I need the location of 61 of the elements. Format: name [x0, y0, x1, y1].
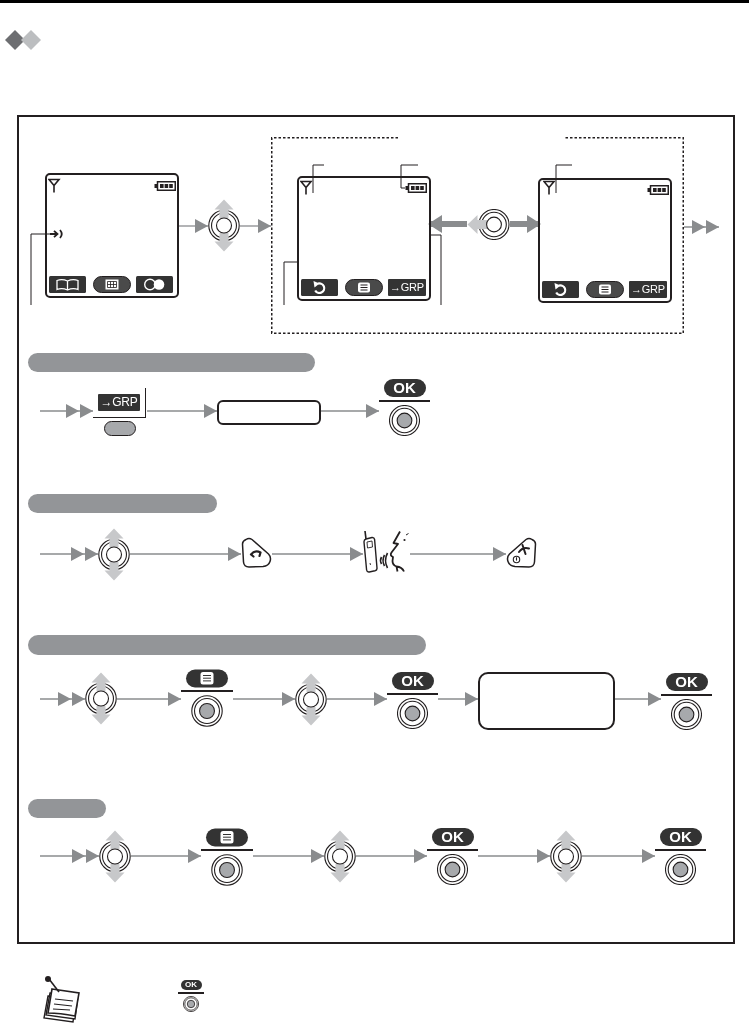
section-header-bar	[28, 799, 106, 818]
arrow	[510, 215, 541, 233]
ok-key: OK	[178, 980, 204, 1012]
display-screen	[297, 176, 431, 301]
navigator-key-icon	[467, 209, 510, 240]
menu-key-icon	[181, 669, 233, 727]
arrow	[232, 692, 296, 706]
arrow-icon	[49, 229, 64, 239]
navigator-key-icon	[98, 528, 130, 581]
soft-key: →GRP	[629, 281, 667, 298]
navigator-key-icon	[85, 672, 117, 725]
ok-key: OK	[655, 828, 706, 885]
menu-key-icon	[201, 828, 253, 886]
leader-line	[283, 261, 298, 306]
arrow	[428, 215, 467, 233]
arrow	[130, 849, 202, 863]
arrow	[178, 219, 209, 233]
dotted-group-frame	[271, 137, 684, 334]
arrow	[239, 219, 272, 233]
arrow	[146, 404, 218, 418]
arrow	[116, 692, 182, 706]
display-field	[478, 672, 615, 730]
ok-key: OK	[379, 379, 430, 436]
navigator-key-icon	[295, 673, 327, 726]
arrow	[437, 692, 479, 706]
arrow	[355, 849, 428, 863]
handset-key-icon	[241, 537, 272, 568]
leader-line	[30, 233, 50, 306]
display-screen	[538, 178, 672, 303]
antenna-icon	[300, 180, 313, 195]
power-key-icon	[506, 537, 537, 568]
battery-icon	[405, 183, 427, 193]
arrow	[326, 692, 388, 706]
leader-line	[430, 234, 442, 306]
display-screen	[45, 173, 179, 298]
soft-key: →GRP	[388, 279, 426, 296]
display-field	[217, 400, 321, 425]
arrow	[614, 692, 662, 706]
ok-key: OK	[661, 673, 712, 730]
arrow	[477, 849, 551, 863]
navigator-key-icon	[99, 830, 131, 883]
section-header-bar	[28, 635, 426, 655]
leader-line	[312, 164, 325, 194]
arrow	[409, 547, 507, 561]
arrow	[581, 849, 656, 863]
ok-key: OK	[427, 828, 478, 885]
arrow	[252, 849, 325, 863]
soft-key: →GRP	[93, 388, 147, 436]
navigator-key-icon	[550, 830, 582, 883]
arrow	[271, 547, 364, 561]
leader-line	[555, 164, 573, 194]
handset-talking-icon	[363, 530, 410, 573]
navigator-key-icon	[324, 830, 356, 883]
arrow	[320, 404, 380, 418]
navigator-key-icon	[208, 199, 240, 252]
ok-key: OK	[387, 672, 438, 729]
arrow	[129, 547, 242, 561]
section-header-bar	[28, 494, 217, 513]
section-header-bar	[28, 353, 315, 372]
leader-line	[400, 164, 419, 189]
antenna-icon	[543, 180, 556, 195]
